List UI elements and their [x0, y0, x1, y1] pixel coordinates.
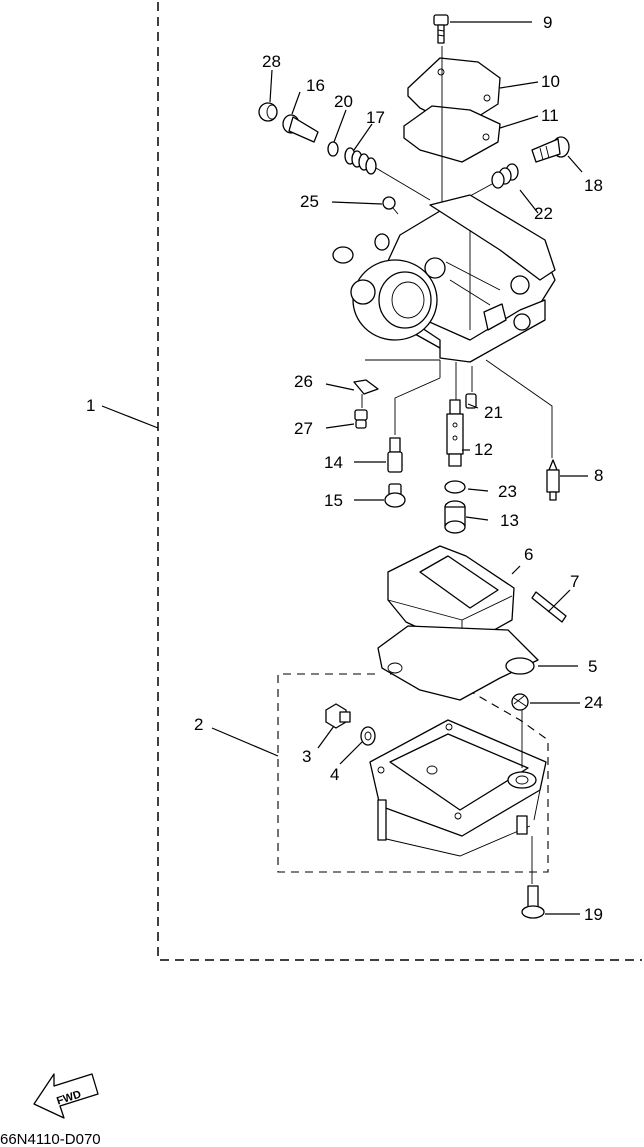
callout-17: 17	[366, 108, 385, 127]
callout-6: 6	[524, 545, 533, 564]
callout-10: 10	[541, 72, 560, 91]
plug-24	[511, 693, 529, 711]
callout-28: 28	[262, 52, 281, 71]
drain-screw-3	[325, 703, 351, 729]
callout-20: 20	[334, 92, 353, 111]
callout-11: 11	[541, 106, 559, 125]
pilot-screw-16	[282, 114, 319, 143]
callout-25: 25	[300, 192, 319, 211]
o-ring-23	[444, 480, 466, 494]
callout-labels: 1 2 3 4 5 6 7 8 9 10 11 12 13 14 15 16 1…	[86, 13, 603, 924]
callout-12: 12	[474, 440, 493, 459]
gasket-11	[403, 105, 501, 163]
callout-21: 21	[484, 403, 503, 422]
spring-22	[491, 163, 519, 189]
callout-15: 15	[324, 491, 343, 510]
needle-valve-8	[546, 459, 560, 501]
main-jet-13	[444, 500, 466, 534]
callout-3: 3	[302, 747, 311, 766]
callout-5: 5	[588, 657, 597, 676]
main-nozzle-12	[446, 399, 464, 467]
screw-9	[433, 14, 449, 44]
drawing-code: 66N4110-D070	[0, 1131, 101, 1147]
assembly-boundary	[157, 2, 642, 961]
callout-2: 2	[194, 715, 203, 734]
screw-27	[354, 409, 368, 429]
callout-18: 18	[584, 176, 603, 195]
float-chamber-boundary	[277, 673, 549, 873]
spring-17	[344, 147, 377, 175]
callout-23: 23	[498, 482, 517, 501]
carburetor-body	[332, 194, 556, 363]
leader-lines	[101, 21, 588, 915]
callout-7: 7	[570, 572, 579, 591]
callout-16: 16	[306, 76, 325, 95]
float-chamber	[369, 719, 547, 857]
fwd-arrow-icon: FWD	[33, 1073, 99, 1119]
screw-25	[382, 196, 399, 215]
o-ring-20	[327, 141, 339, 157]
gasket-5	[377, 625, 539, 701]
callout-22: 22	[534, 204, 553, 223]
screw-21	[465, 393, 477, 409]
float-pin-7	[531, 591, 567, 623]
throttle-stop-screw-18	[531, 136, 570, 163]
screw-19	[521, 885, 545, 919]
callout-26: 26	[294, 372, 313, 391]
callout-14: 14	[324, 453, 343, 472]
callout-8: 8	[594, 466, 603, 485]
callout-19: 19	[584, 905, 603, 924]
callout-27: 27	[294, 419, 313, 438]
callout-13: 13	[500, 511, 519, 530]
pilot-jet-14	[387, 437, 403, 473]
callout-9: 9	[543, 13, 552, 32]
plate-26	[353, 379, 379, 408]
plug-15	[384, 483, 406, 508]
callout-1: 1	[86, 396, 95, 415]
callout-24: 24	[584, 693, 603, 712]
washer-4	[360, 726, 376, 746]
float-6	[387, 545, 515, 649]
cap-28	[258, 102, 278, 122]
callout-4: 4	[330, 765, 339, 784]
